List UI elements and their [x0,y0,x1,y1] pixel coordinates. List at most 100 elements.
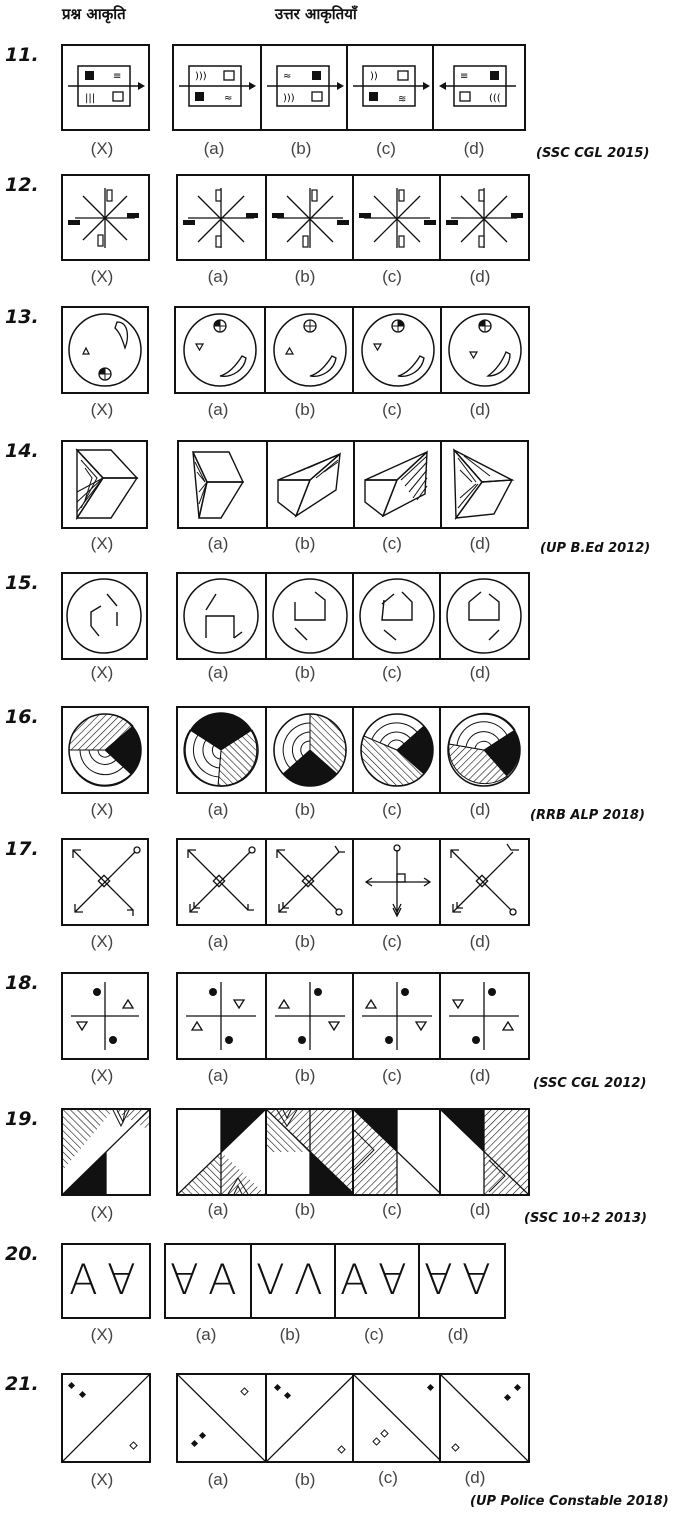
answer-option-c[interactable] [352,1375,441,1461]
answer-option-c[interactable]: A ∀ [334,1245,420,1317]
answer-option-d[interactable] [439,1110,528,1194]
label-x: (X) [90,1066,114,1085]
answer-figures-strip [176,706,530,794]
label-x: (X) [90,663,114,682]
label-b: (b) [294,1470,316,1489]
answer-option-c[interactable] [352,708,441,792]
answer-option-c[interactable] [352,974,441,1058]
q15-figure-x [66,578,142,654]
answer-option-a[interactable]: ∀ A [166,1245,250,1317]
answer-option-d[interactable] [439,840,528,924]
label-d: (d) [464,1468,486,1487]
q20-glyph: ∀ [378,1255,407,1304]
answer-option-b[interactable] [265,1110,354,1194]
answer-option-a[interactable] [178,574,265,658]
answer-option-c[interactable] [352,1110,441,1194]
answer-option-d[interactable] [439,176,528,259]
answer-option-c[interactable] [352,176,441,259]
answer-option-d[interactable] [439,574,528,658]
answer-option-c[interactable] [352,840,441,924]
answer-option-a[interactable] [179,442,266,527]
answer-option-c[interactable] [352,308,442,392]
svg-text:))): ))) [195,71,207,82]
question-figure [61,972,149,1060]
answer-option-b[interactable] [265,974,354,1058]
question-number: 12. [5,174,39,196]
answer-option-c[interactable] [352,574,441,658]
answer-option-b[interactable] [265,708,354,792]
answer-option-b[interactable]: ≈ ))) [260,46,348,129]
answer-option-a[interactable] [178,1110,265,1194]
answer-option-b[interactable] [265,574,354,658]
q20-glyph: A [208,1255,237,1304]
answer-option-a[interactable] [178,708,265,792]
answer-figures-strip [176,174,530,261]
label-a: (a) [207,663,229,682]
question-number: 15. [5,572,39,594]
label-d: (d) [469,534,491,553]
question-figure [61,306,149,394]
answer-option-c[interactable] [353,442,442,527]
q17-figure-x [72,846,141,916]
answer-option-d[interactable] [439,1375,528,1461]
answer-option-b[interactable] [265,840,354,924]
answer-figures-strip: ))) ≈ ≈ ))) )) ≋ ≡ ((( [172,44,526,131]
question-source: (RRB ALP 2018) [530,808,645,823]
label-x: (X) [90,267,114,286]
q21-figure-x [63,1375,149,1461]
answer-option-d[interactable]: ≡ ((( [432,46,524,129]
label-c: (c) [364,1325,384,1344]
label-c: (c) [382,1200,402,1219]
answer-figures-strip [176,972,530,1060]
answer-option-a[interactable] [178,1375,265,1461]
q20-glyph: Λ [294,1255,323,1304]
answer-option-d[interactable]: ∀ ∀ [418,1245,504,1317]
q20-glyph: ∀ [462,1255,491,1304]
answer-option-d[interactable] [439,974,528,1058]
answer-option-a[interactable]: ))) ≈ [174,46,260,129]
label-d: (d) [469,663,491,682]
svg-text:))): ))) [283,93,295,104]
answer-figures-strip [174,306,530,394]
answer-figures-strip: ∀ A V Λ A ∀ ∀ ∀ [164,1243,506,1319]
answer-option-a[interactable] [176,308,264,392]
answer-option-d[interactable] [440,308,528,392]
answer-option-a[interactable] [178,176,265,259]
question-figure-heading: प्रश्न आकृति [62,5,126,23]
question-figure [61,838,149,926]
label-b: (b) [294,534,316,553]
label-d: (d) [469,1200,491,1219]
answer-option-a[interactable] [178,974,265,1058]
answer-option-b[interactable] [264,308,354,392]
label-a: (a) [207,800,229,819]
label-x: (X) [90,800,114,819]
label-c: (c) [382,534,402,553]
question-source: (UP B.Ed 2012) [540,541,651,556]
question-number: 18. [5,972,39,994]
answer-option-c[interactable]: )) ≋ [346,46,434,129]
label-a: (a) [207,400,229,419]
label-b: (b) [279,1325,301,1344]
question-number: 13. [5,306,39,328]
answer-option-d[interactable] [439,708,528,792]
label-x: (X) [90,139,114,158]
svg-text:≈: ≈ [224,93,232,104]
answer-option-b[interactable] [265,1375,354,1461]
question-figure [61,1108,151,1196]
q20-glyph: ∀ [424,1255,453,1304]
label-d: (d) [469,400,491,419]
label-c: (c) [382,1066,402,1085]
q14-figure-x [75,448,139,521]
label-b: (b) [294,1200,316,1219]
label-a: (a) [203,139,225,158]
question-number: 17. [5,838,39,860]
answer-option-b[interactable] [266,442,355,527]
answer-option-d[interactable] [440,442,527,527]
question-figure: ≡ ||| [61,44,150,131]
answer-option-a[interactable] [178,840,265,924]
answer-option-b[interactable]: V Λ [250,1245,336,1317]
q20-glyph: A [69,1255,98,1304]
question-figure [61,572,148,660]
answer-option-b[interactable] [265,176,354,259]
label-b: (b) [294,400,316,419]
